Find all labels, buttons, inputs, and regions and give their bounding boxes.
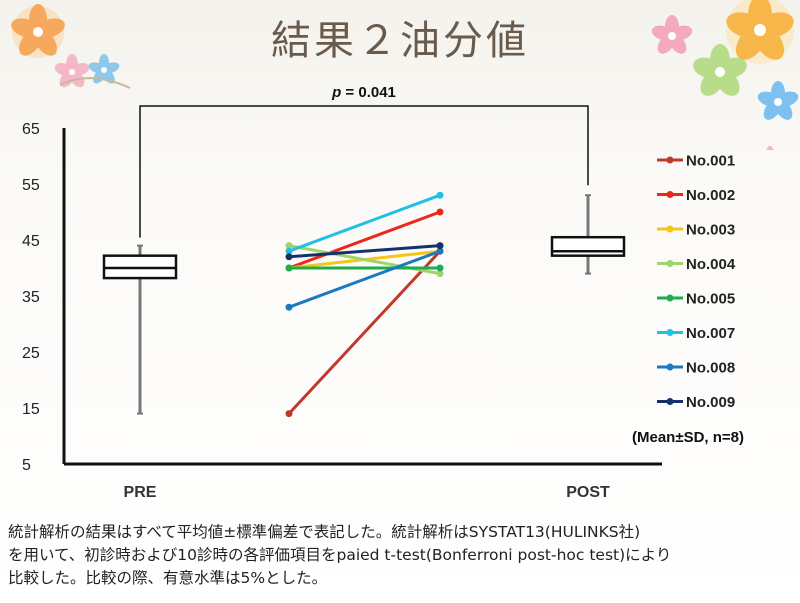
flower-decoration-left [11,4,131,89]
flower-blue-icon [757,81,799,120]
box-plots [102,194,626,415]
flower-decoration-right [651,0,799,150]
y-tick-label: 5 [22,457,31,474]
y-tick-label: 35 [22,289,40,306]
footnote: 統計解析の結果はすべて平均値±標準偏差で表記した。統計解析はSYSTAT13(H… [8,521,798,590]
legend-marker [666,225,674,233]
y-tick-label: 55 [22,177,40,194]
legend-marker [666,398,674,405]
bracket-line [139,105,589,238]
slide-title: 結果２油分値 [271,18,529,64]
legend-label: No.003 [686,222,735,239]
p-value-symbol: p [331,84,341,101]
legend-label: No.004 [686,256,736,273]
p-value-label: p = 0.041 [331,84,396,101]
y-tick-label: 15 [22,401,40,418]
box [550,235,626,257]
footnote-line: を用いて、初診時および10診時の各評価項目をpaied t-test(Bonfe… [8,546,672,564]
legend-marker [666,294,674,302]
series-line-No.007 [288,193,441,253]
data-point-post [436,264,444,272]
flower-green-icon [693,44,747,96]
data-point-pre [285,264,293,272]
series-line-No.002 [288,210,441,270]
footnote-line: 統計解析の結果はすべて平均値±標準偏差で表記した。統計解析はSYSTAT13(H… [8,523,641,541]
p-value-number: = 0.041 [341,84,396,101]
flower-blue-icon [88,54,120,84]
significance-bracket: p = 0.041 [139,84,589,238]
legend: No.001No.002No.003No.004No.005No.007No.0… [657,153,736,411]
data-point-pre [285,242,293,250]
data-point-post [436,191,444,199]
data-point-pre [285,247,293,255]
data-point-pre [285,410,293,418]
y-tick-label: 25 [22,345,40,362]
data-point-post [436,247,444,255]
series-line-No.008 [288,249,441,309]
legend-label: No.002 [686,187,735,204]
x-category-labels: PRE POST [124,484,610,501]
legend-marker [666,329,674,336]
legend-label: No.008 [686,360,735,377]
y-tick-label: 45 [22,233,40,250]
stats-note: (Mean±SD, n=8) [632,429,744,446]
footnote-line: 比較した。比較の際、有意水準は5%とした。 [8,569,328,587]
data-point-pre [285,303,293,311]
series-line-No.001 [287,250,442,415]
x-category-label: POST [566,484,610,501]
data-point-post [436,270,444,278]
legend-label: No.009 [686,394,735,411]
flower-pink-icon [651,15,693,54]
series-lines [285,191,444,418]
legend-label: No.005 [686,291,735,308]
series-line-No.009 [288,244,441,259]
legend-marker [666,156,674,164]
flower-yellow-icon [726,0,794,64]
data-point-post [436,242,444,250]
x-category-label: PRE [124,484,157,501]
data-point-post [436,208,444,216]
y-tick-labels: 65 55 45 35 25 15 5 [22,121,40,474]
legend-label: No.007 [686,325,735,342]
data-point-pre [285,253,293,261]
y-tick-label: 65 [22,121,40,138]
legend-marker [666,260,674,267]
flower-orange-icon [11,4,65,58]
flower-small-pink-icon [766,146,774,150]
legend-label: No.001 [686,153,735,170]
chart-axes [62,128,662,466]
legend-marker [666,191,674,198]
legend-marker [666,363,674,371]
